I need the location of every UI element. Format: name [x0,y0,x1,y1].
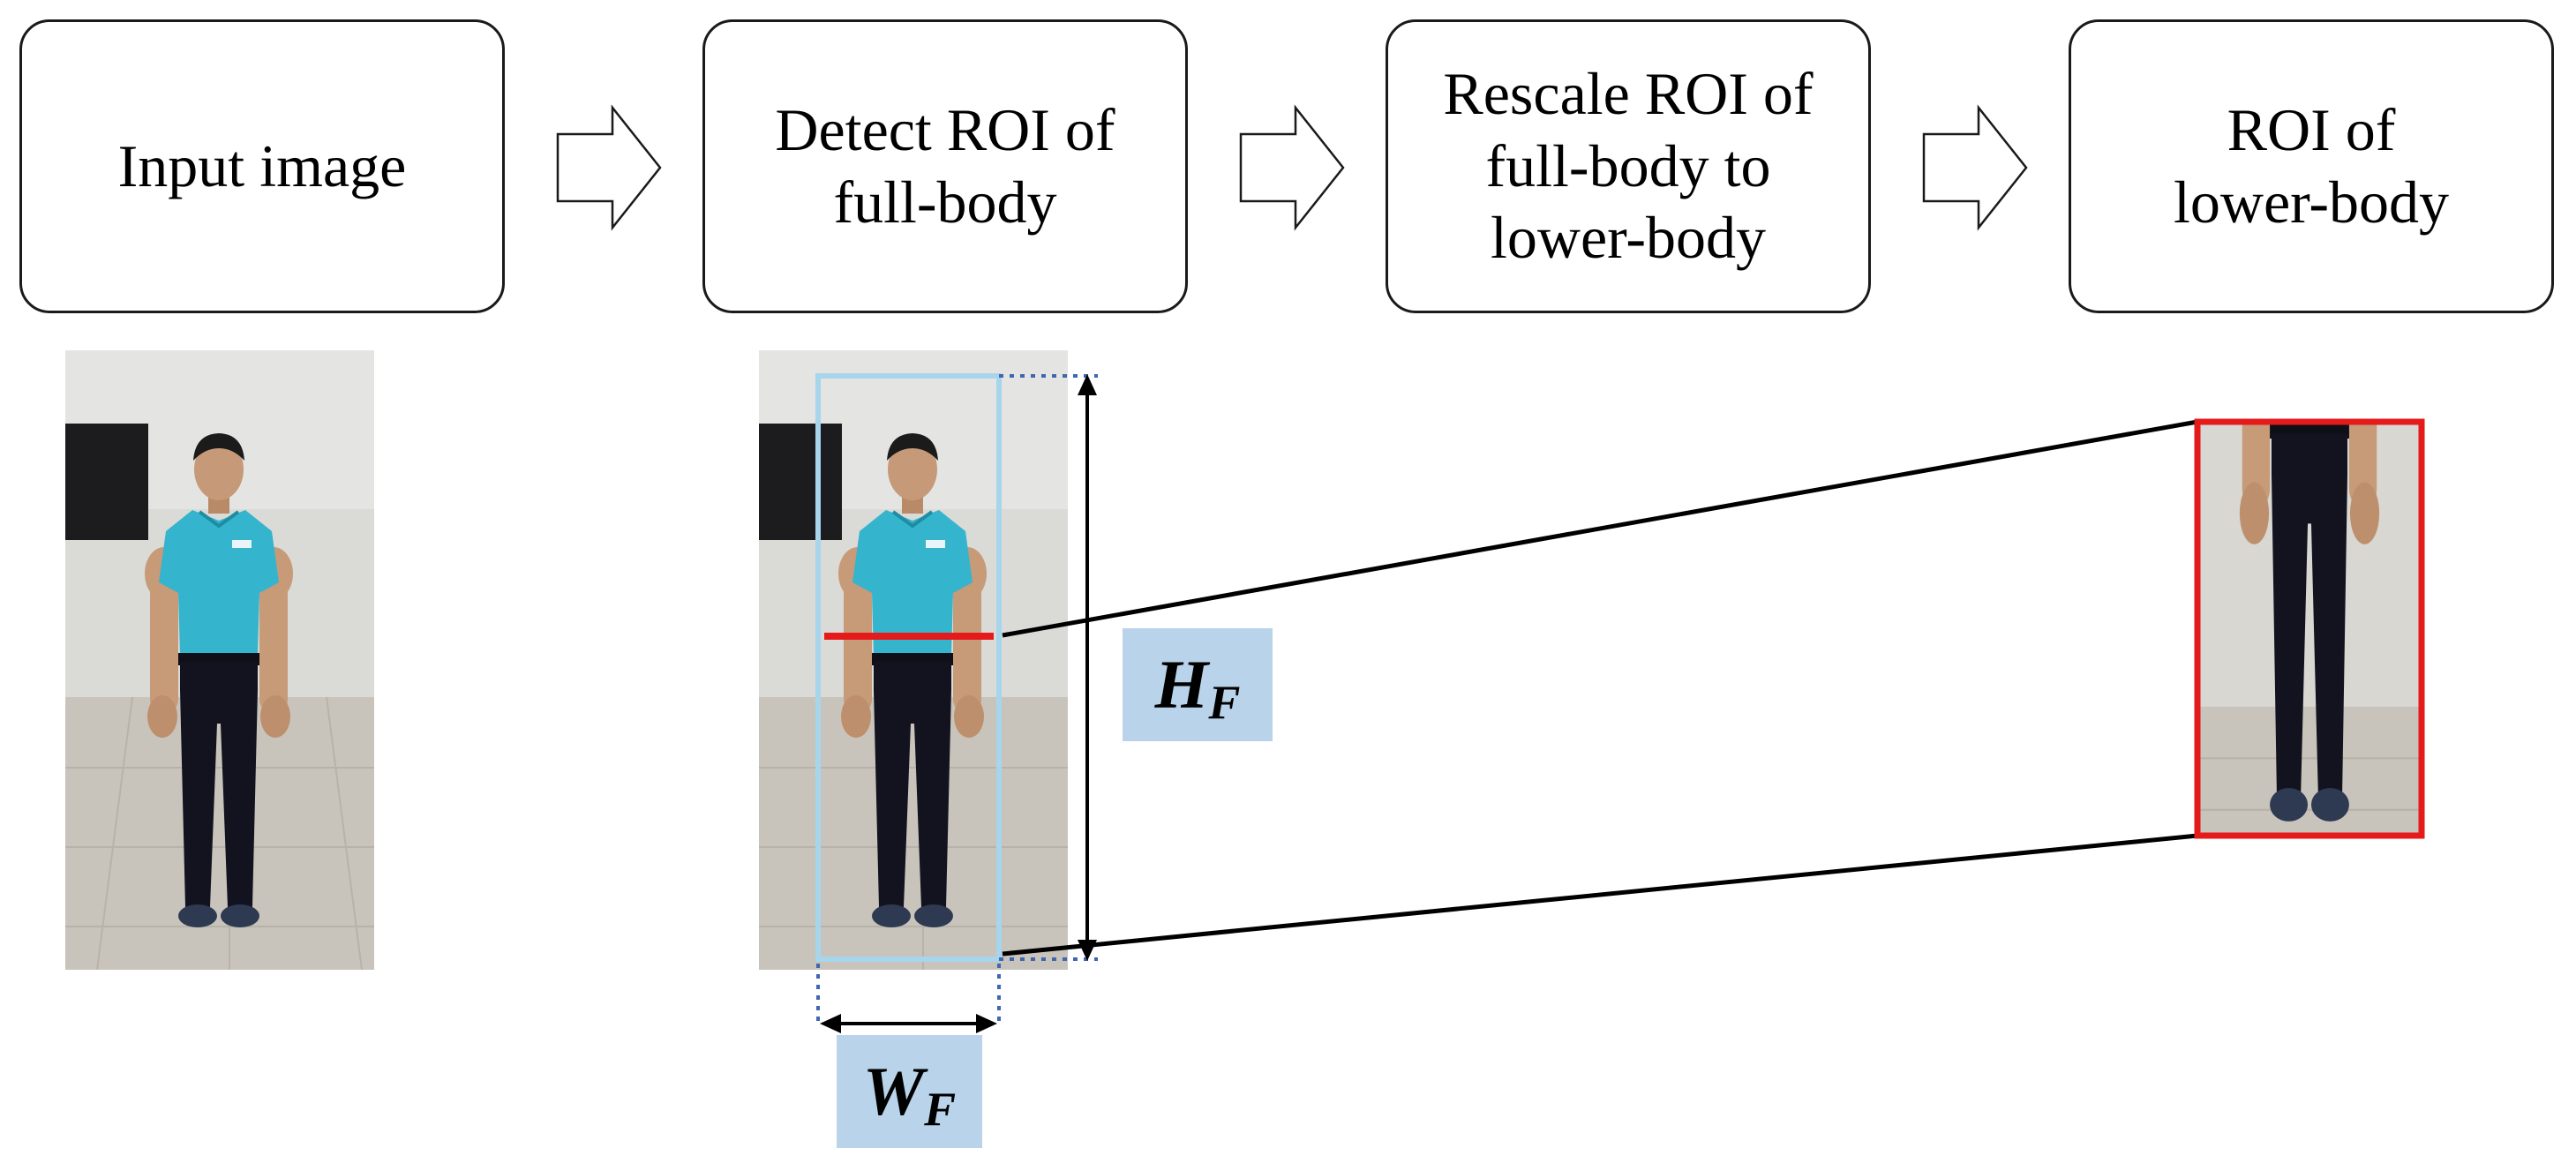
projection-lines [1002,419,2198,957]
arrow-icon [556,104,662,231]
detection-photo [759,350,1068,970]
full-body-roi-box [815,373,1002,962]
arrow-icon [1922,104,2028,231]
step-lower-body-roi: ROI of lower-body [2069,19,2554,313]
lower-body-roi-box [2194,418,2425,839]
width-label-main: W [862,1053,925,1129]
step-label: Detect ROI of full-body [775,95,1115,236]
step-label: Input image [117,131,407,199]
step-label: Rescale ROI of full-body to lower-body [1443,60,1814,272]
step-input-image: Input image [19,19,505,313]
step-label: ROI of lower-body [2173,95,2450,236]
height-label-main: H [1154,646,1209,723]
input-image-photo [65,350,374,971]
step-detect-roi: Detect ROI of full-body [702,19,1188,313]
width-label-sub: F [924,1083,957,1136]
step-rescale-roi: Rescale ROI of full-body to lower-body [1386,19,1871,313]
arrow-icon [1239,104,1345,231]
lower-body-crop [2194,418,2425,839]
width-dimension-arrow [820,1014,997,1033]
step-arrows [556,104,2028,231]
height-label-sub: F [1208,676,1241,729]
height-dimension-arrow [1078,374,1097,961]
